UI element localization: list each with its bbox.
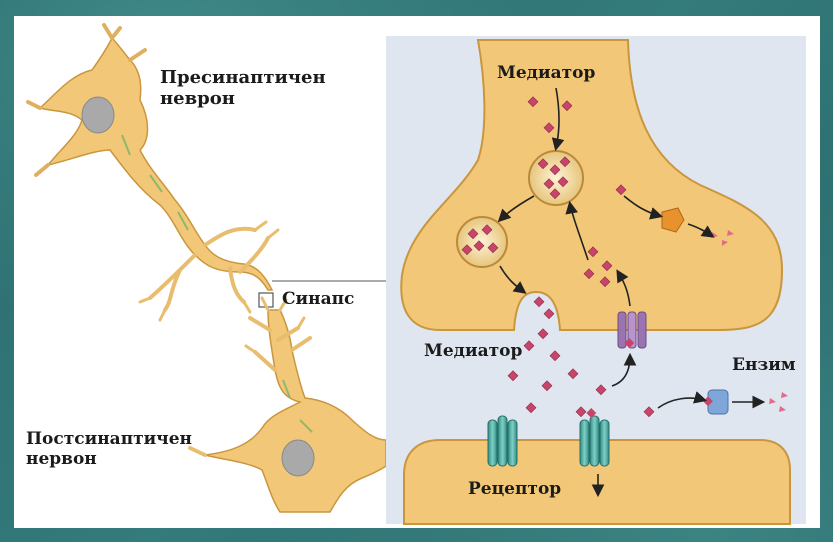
enzyme-label: Ензим	[732, 356, 796, 376]
postsynaptic-neuron	[190, 298, 386, 512]
presynaptic-label: Пресинаптичен неврон	[160, 68, 326, 109]
vesicle	[457, 217, 507, 267]
mediator-cleft-label: Медиатор	[424, 342, 522, 362]
postsynaptic-label-line1: Постсинаптичен	[26, 430, 192, 450]
synapse-label: Синапс	[282, 290, 354, 310]
postsynaptic-label: Постсинаптичен нервон	[26, 430, 192, 469]
postsynaptic-label-line2: нервон	[26, 450, 192, 470]
mediator-top-label: Медиатор	[497, 64, 595, 84]
receptor-label: Рецептор	[468, 480, 561, 500]
reuptake-transporter-icon	[618, 312, 646, 348]
receptor-icon	[488, 416, 517, 466]
presynaptic-label-line2: неврон	[160, 89, 326, 110]
presynaptic-label-line1: Пресинаптичен	[160, 68, 326, 89]
